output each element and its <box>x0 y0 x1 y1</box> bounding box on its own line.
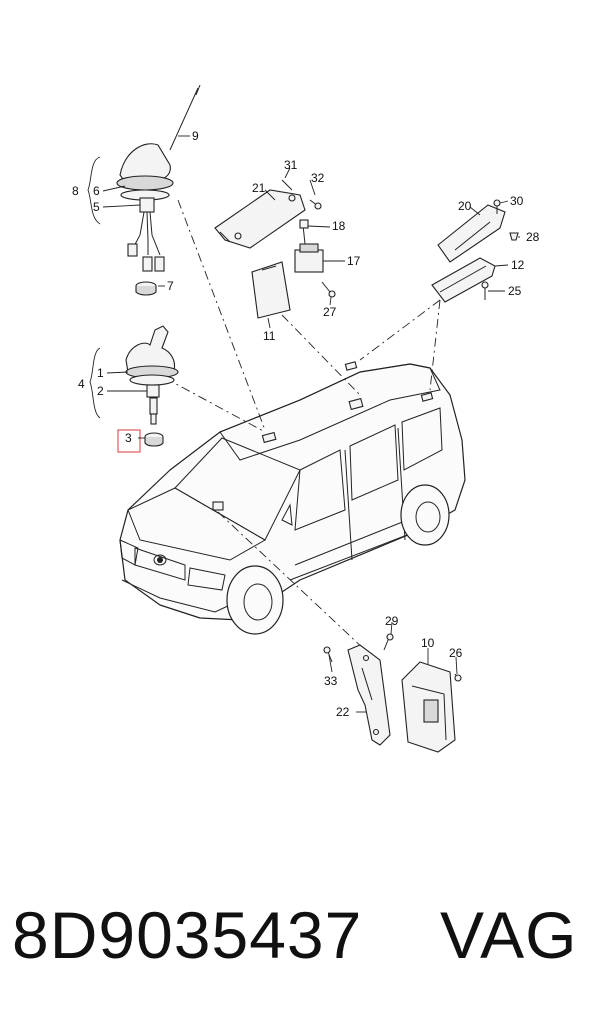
callout-21: 21 <box>252 181 266 195</box>
bracket-22-group <box>323 633 394 746</box>
vehicle-illustration <box>119 363 466 635</box>
callout-32: 32 <box>311 171 325 185</box>
exploded-parts-diagram: 9 8 6 5 7 4 1 2 3 21 31 32 18 17 11 27 2… <box>72 84 540 753</box>
callout-33: 33 <box>324 674 338 688</box>
callout-28: 28 <box>526 230 540 244</box>
roof-antenna-assembly <box>116 84 201 296</box>
part-number: 8D9035437 <box>12 898 363 972</box>
callout-6: 6 <box>93 184 100 198</box>
antenna-base-assembly <box>125 325 179 447</box>
callout-8: 8 <box>72 184 79 198</box>
callout-30: 30 <box>510 194 524 208</box>
brand-name: VAG <box>440 898 578 972</box>
bracket-21-group <box>214 179 322 249</box>
callout-9: 9 <box>192 129 199 143</box>
callout-5: 5 <box>93 200 100 214</box>
module-group-11 <box>251 219 336 319</box>
callout-10: 10 <box>421 636 435 650</box>
callout-17: 17 <box>347 254 361 268</box>
callout-7: 7 <box>167 279 174 293</box>
callout-22: 22 <box>336 705 350 719</box>
module-group-12 <box>431 199 519 303</box>
caption-footer: 8D9035437 VAG <box>0 880 600 990</box>
callout-25: 25 <box>508 284 522 298</box>
callout-11: 11 <box>263 329 276 343</box>
callout-12: 12 <box>511 258 525 272</box>
callout-26: 26 <box>449 646 463 660</box>
callout-29: 29 <box>385 614 399 628</box>
callout-1: 1 <box>97 366 104 380</box>
highlight-box <box>117 429 141 453</box>
callout-31: 31 <box>284 158 298 172</box>
callout-18: 18 <box>332 219 346 233</box>
control-unit-10 <box>401 661 462 753</box>
callout-27: 27 <box>323 305 337 319</box>
callout-3: 3 <box>125 431 132 445</box>
callout-20: 20 <box>458 199 472 213</box>
callout-4: 4 <box>78 377 85 391</box>
callout-2: 2 <box>97 384 104 398</box>
